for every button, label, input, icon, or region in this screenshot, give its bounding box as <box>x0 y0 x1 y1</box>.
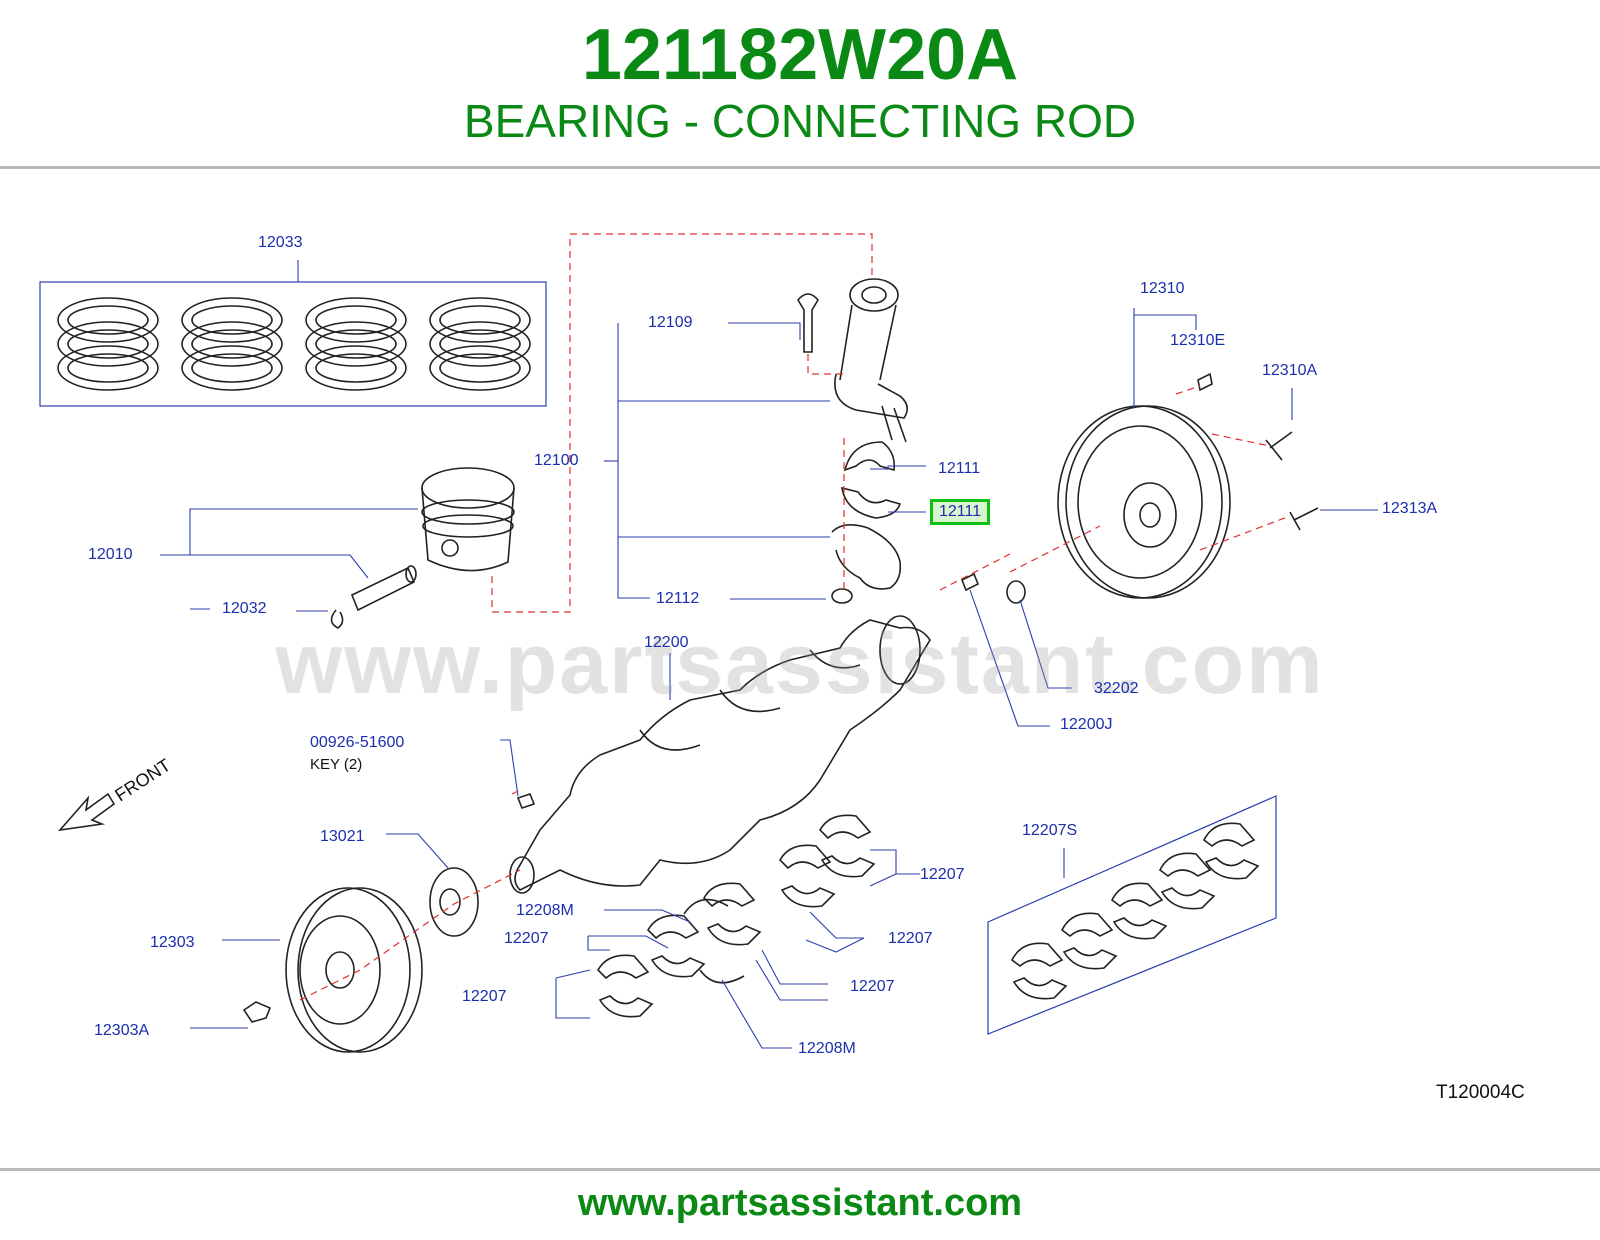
footer-divider <box>0 1168 1600 1171</box>
page-header: 121182W20A BEARING - CONNECTING ROD <box>0 0 1600 168</box>
callout-12100[interactable]: 12100 <box>534 452 579 469</box>
footer-website-link[interactable]: www.partsassistant.com <box>577 1182 1023 1224</box>
callout-12109[interactable]: 12109 <box>648 314 693 331</box>
part-name-subtitle: BEARING - CONNECTING ROD <box>463 95 1137 147</box>
callout-12207-left-lower[interactable]: 12207 <box>462 988 507 1005</box>
connecting-rod-icon <box>797 278 908 604</box>
callout-12310e[interactable]: 12310E <box>1170 332 1226 349</box>
thrust-washer-icon <box>683 898 729 915</box>
callout-12207-right-lower[interactable]: 12207 <box>850 978 895 995</box>
pilot-bushing-icon <box>1006 580 1026 604</box>
exploded-parts-diagram: www.partsassistant.com 12033 12109 12100… <box>0 170 1600 1166</box>
callout-12111-highlighted[interactable]: 12111 <box>930 499 991 525</box>
callout-12112[interactable]: 12112 <box>656 590 700 607</box>
main-bearings-icon <box>597 814 876 1018</box>
crankshaft-icon <box>509 615 931 894</box>
callout-12207-right-middle[interactable]: 12207 <box>888 930 933 947</box>
callout-12208m-lower[interactable]: 12208M <box>798 1040 856 1057</box>
leader-lines <box>160 260 1378 1049</box>
callout-12032[interactable]: 12032 <box>222 600 267 617</box>
callout-00926-51600[interactable]: 00926-51600 <box>310 734 405 751</box>
thrust-washer-icon <box>699 969 745 984</box>
callout-12207s[interactable]: 12207S <box>1022 822 1078 839</box>
callout-12313a[interactable]: 12313A <box>1382 500 1438 517</box>
front-arrow-icon <box>57 792 116 832</box>
callout-12303[interactable]: 12303 <box>150 934 195 951</box>
bearing-set-icon <box>1010 822 1260 1000</box>
woodruff-key-icon <box>516 793 536 809</box>
piston-icon <box>330 467 515 629</box>
flywheel-icon <box>1057 372 1319 599</box>
callout-12303a[interactable]: 12303A <box>94 1022 150 1039</box>
callout-13021[interactable]: 13021 <box>320 828 365 845</box>
callout-12207-right-upper[interactable]: 12207 <box>920 866 965 883</box>
piston-rings-icon <box>57 297 531 391</box>
callout-12208m-upper[interactable]: 12208M <box>516 902 574 919</box>
callout-12111-upper[interactable]: 12111 <box>938 460 981 477</box>
crank-pulley-icon <box>285 887 423 1053</box>
diagram-drawing <box>39 233 1378 1053</box>
pulley-bolt-icon <box>242 1001 272 1023</box>
callout-12207-left-upper[interactable]: 12207 <box>504 930 549 947</box>
dowel-pin-icon <box>960 572 980 592</box>
callout-key-note: KEY (2) <box>310 756 363 773</box>
crank-sprocket-icon <box>429 867 479 937</box>
diagram-code: T120004C <box>1436 1082 1525 1103</box>
callout-12033[interactable]: 12033 <box>258 234 303 251</box>
callout-12310[interactable]: 12310 <box>1140 280 1185 297</box>
bearing-set-box <box>987 795 1277 1035</box>
callout-12200j[interactable]: 12200J <box>1060 716 1113 733</box>
callout-12010[interactable]: 12010 <box>88 546 133 563</box>
callout-12310a[interactable]: 12310A <box>1262 362 1318 379</box>
part-number-title: 121182W20A <box>581 15 1019 95</box>
assembly-lines <box>299 233 1291 1001</box>
callout-12200[interactable]: 12200 <box>644 634 689 651</box>
header-divider <box>0 166 1600 169</box>
ring-set-box <box>39 281 547 407</box>
callout-32202[interactable]: 32202 <box>1094 680 1139 697</box>
